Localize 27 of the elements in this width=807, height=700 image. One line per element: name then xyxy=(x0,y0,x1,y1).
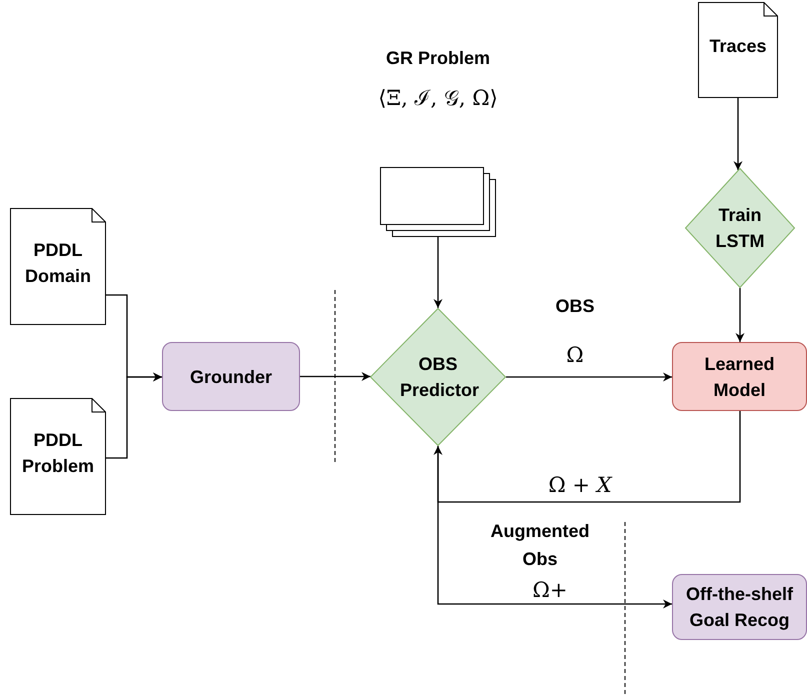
decision-diamond xyxy=(370,308,506,446)
node-label: Off-the-shelf Goal Recog xyxy=(685,583,794,632)
arrow xyxy=(736,288,744,342)
arrow xyxy=(437,446,672,608)
text-label: Augmented Obs xyxy=(490,520,590,571)
node-label: Learned Model xyxy=(703,352,776,402)
decision-diamond xyxy=(685,168,795,288)
formula: ⟨Ξ, ℐ, 𝒢, Ω⟩ xyxy=(378,85,498,111)
process-box xyxy=(672,574,807,640)
arrow xyxy=(734,98,742,170)
text-label: OBS xyxy=(556,295,594,318)
process-box xyxy=(672,342,807,411)
node-label: Traces xyxy=(709,35,767,58)
arrow xyxy=(106,372,162,459)
node-label: PDDL Problem xyxy=(20,428,96,478)
node-label: Train LSTM xyxy=(715,204,765,253)
document-shape xyxy=(10,208,106,325)
arrow xyxy=(434,237,442,308)
arrow xyxy=(434,411,741,503)
arrow xyxy=(300,372,370,381)
document-shape xyxy=(10,398,106,515)
process-box xyxy=(162,342,300,411)
document-shape xyxy=(698,2,778,98)
heading: GR Problem xyxy=(386,47,490,70)
node-label: PDDL Domain xyxy=(24,238,92,288)
arrow xyxy=(506,372,672,382)
node-label: Grounder xyxy=(190,366,272,388)
